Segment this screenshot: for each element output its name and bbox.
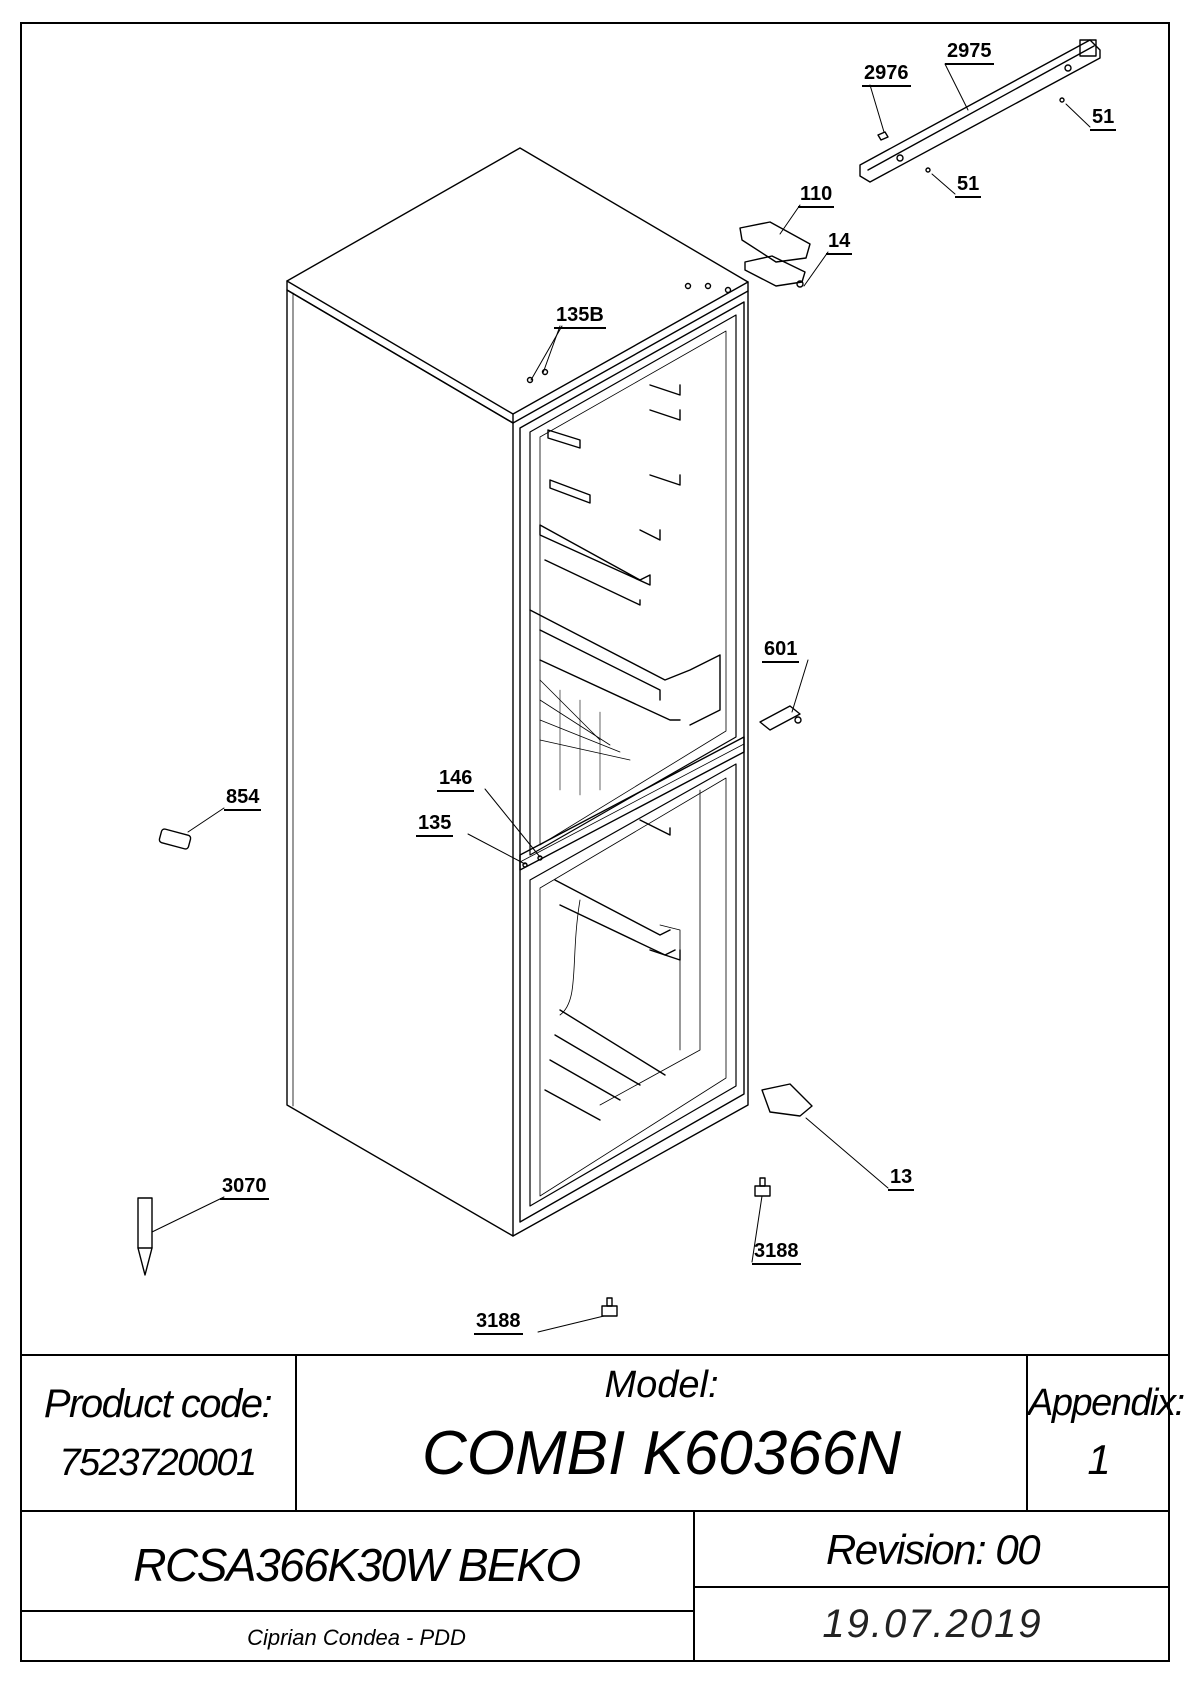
model-label: Model: bbox=[604, 1364, 719, 1406]
callout-146: 146 bbox=[437, 767, 475, 792]
callout-3188-bottom: 3188 bbox=[474, 1310, 523, 1335]
callout-13: 13 bbox=[888, 1166, 915, 1191]
exploded-view-diagram bbox=[137, 39, 1101, 1333]
callout-51-left: 51 bbox=[955, 173, 982, 198]
product-code-value: 7523720001 bbox=[59, 1442, 257, 1484]
callout-110: 110 bbox=[798, 183, 835, 208]
variant-name: RCSA366K30W BEKO bbox=[133, 1539, 581, 1591]
hinge-cover-rail bbox=[859, 39, 1101, 183]
date-cell: 19.07.2019 bbox=[693, 1586, 1170, 1662]
product-code-label: Product code: bbox=[43, 1382, 273, 1426]
callout-2975: 2975 bbox=[945, 40, 994, 65]
author-name: Ciprian Condea - PDD bbox=[247, 1625, 466, 1650]
revision-text: Revision: 00 bbox=[825, 1526, 1041, 1573]
leader-lines bbox=[151, 63, 1091, 1333]
small-parts bbox=[137, 97, 1065, 1317]
refrigerator-cabinet bbox=[286, 147, 749, 1237]
model-name: COMBI K60366N bbox=[422, 1419, 901, 1488]
callout-2976: 2976 bbox=[862, 62, 911, 87]
callout-854: 854 bbox=[224, 786, 262, 811]
author-cell: Ciprian Condea - PDD bbox=[20, 1610, 695, 1662]
callout-3188-right: 3188 bbox=[752, 1240, 801, 1265]
callout-135b: 135B bbox=[554, 304, 606, 329]
drawing-frame bbox=[20, 22, 1170, 1662]
callout-601: 601 bbox=[762, 638, 800, 663]
callout-14: 14 bbox=[826, 230, 853, 255]
model-cell: Model: COMBI K60366N bbox=[295, 1354, 1028, 1512]
revision-cell: Revision: 00 bbox=[693, 1510, 1170, 1588]
callout-51-right: 51 bbox=[1090, 106, 1117, 131]
appendix-label: Appendix: bbox=[1028, 1382, 1185, 1424]
callout-3070: 3070 bbox=[220, 1175, 269, 1200]
date-text: 19.07.2019 bbox=[822, 1602, 1043, 1646]
product-code-cell: Product code: 7523720001 bbox=[20, 1354, 297, 1512]
appendix-value: 1 bbox=[1087, 1436, 1111, 1483]
variant-cell: RCSA366K30W BEKO bbox=[20, 1510, 695, 1612]
appendix-cell: Appendix: 1 bbox=[1026, 1354, 1185, 1512]
title-block: Product code: 7523720001 Model: COMBI K6… bbox=[20, 1354, 1185, 1662]
callout-135: 135 bbox=[416, 812, 454, 837]
